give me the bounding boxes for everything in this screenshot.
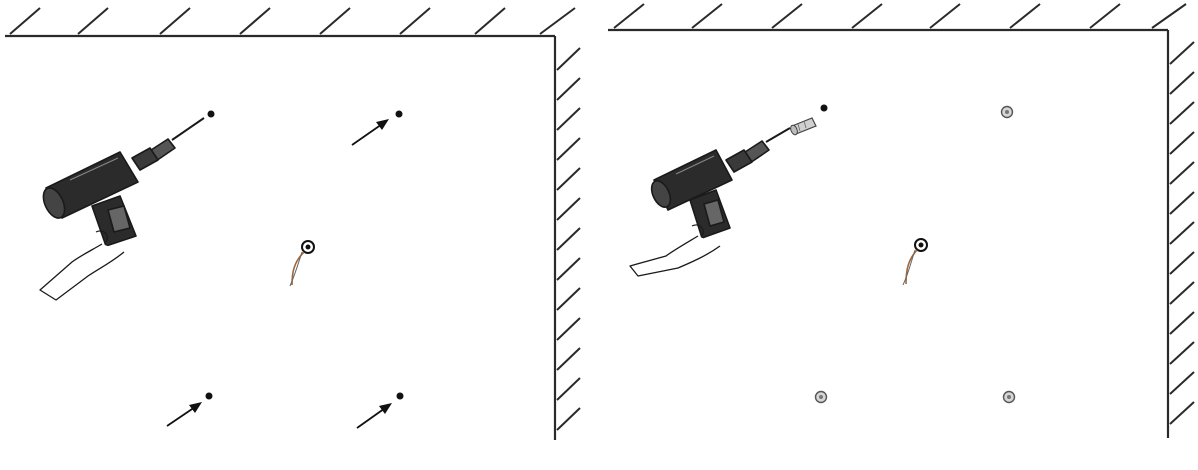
hole-bottom-left [205,392,213,400]
arrow-bottom-right [356,403,392,429]
hole-top-right [395,110,403,118]
ceiling-hatch [5,7,576,38]
step-drill-holes-illustration [5,7,581,440]
installed-anchor-bottom-left [814,390,828,404]
drill-icon [39,117,205,301]
hole-bottom-right [396,392,404,400]
side-wall-hatch [553,36,581,440]
drill-icon [629,127,791,277]
hole-top-left [820,104,828,112]
installed-anchor-bottom-right [1002,390,1016,404]
cable-outlet [289,240,315,287]
hole-top-left [207,110,215,118]
step-insert-anchors-panel [600,0,1198,470]
installed-anchor-top-right [1000,105,1014,119]
arrow-bottom-left [166,402,202,427]
arrow-top-right [351,119,389,146]
step-insert-anchors-illustration [608,3,1195,438]
cable-outlet [902,238,928,286]
side-wall-hatch [1166,30,1195,438]
anchor-being-inserted-icon [790,117,817,136]
step-drill-holes-panel [0,0,590,470]
ceiling-hatch [608,3,1187,32]
